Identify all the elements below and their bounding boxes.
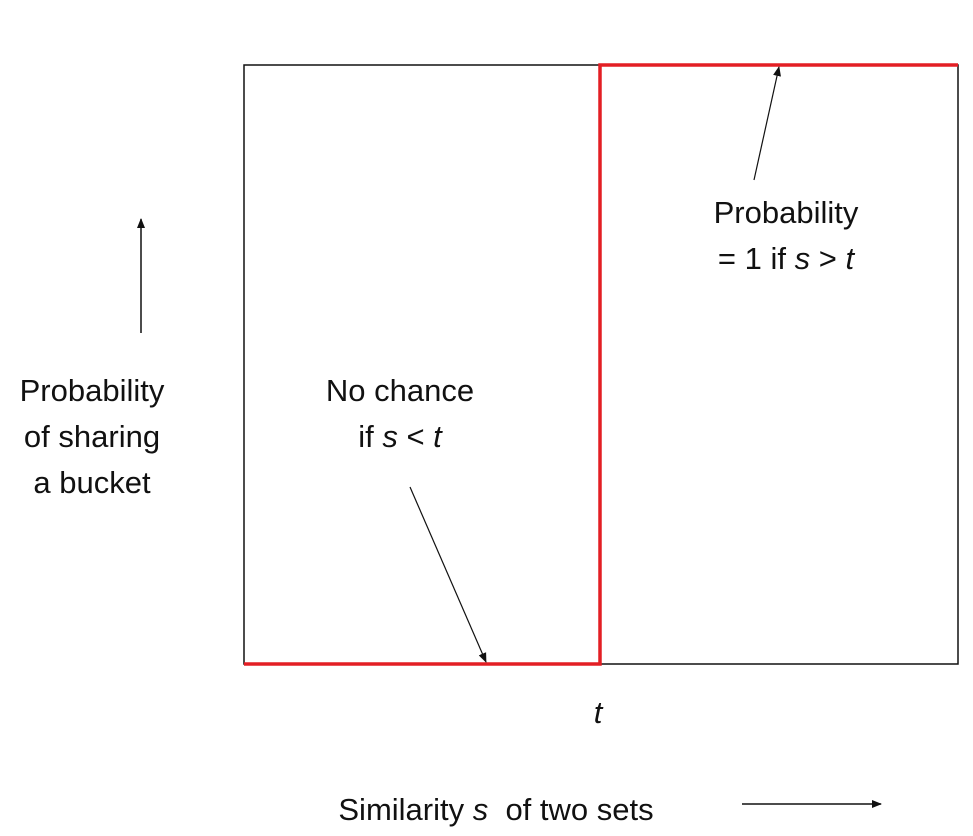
step-function-curve	[244, 63, 958, 666]
x-axis-label-suffix: of two sets	[488, 792, 654, 827]
y-axis-label-line-1: Probability	[19, 373, 165, 408]
probability-one-prefix: = 1 if	[717, 241, 795, 276]
y-axis-label-line-2: of sharing	[23, 419, 161, 454]
x-axis-label: Similarity s of two sets	[286, 787, 706, 833]
no-chance-line-2: if s < t	[290, 414, 510, 460]
no-chance-prefix: if	[358, 419, 383, 454]
no-chance-operator: <	[397, 419, 434, 454]
x-axis-label-var: s	[472, 792, 489, 827]
no-chance-annotation: No chance if s < t	[290, 368, 510, 460]
probability-one-var-t: t	[845, 241, 855, 276]
x-axis-label-prefix: Similarity	[338, 792, 473, 827]
no-chance-var-t: t	[433, 419, 442, 454]
no-chance-line-1: No chance	[325, 373, 475, 408]
y-axis-label: Probability of sharing a bucket	[0, 368, 184, 506]
threshold-label: t	[593, 695, 603, 730]
left-note-pointer	[409, 486, 487, 663]
right-note-pointer	[753, 66, 781, 181]
probability-one-operator: >	[810, 241, 846, 276]
probability-one-annotation: Probability = 1 if s > t	[680, 190, 892, 282]
y-axis-label-line-3: a bucket	[33, 465, 151, 500]
probability-one-line-2: = 1 if s > t	[680, 236, 892, 282]
probability-one-line-1: Probability	[713, 195, 859, 230]
probability-one-var-s: s	[794, 241, 811, 276]
no-chance-var-s: s	[382, 419, 398, 454]
